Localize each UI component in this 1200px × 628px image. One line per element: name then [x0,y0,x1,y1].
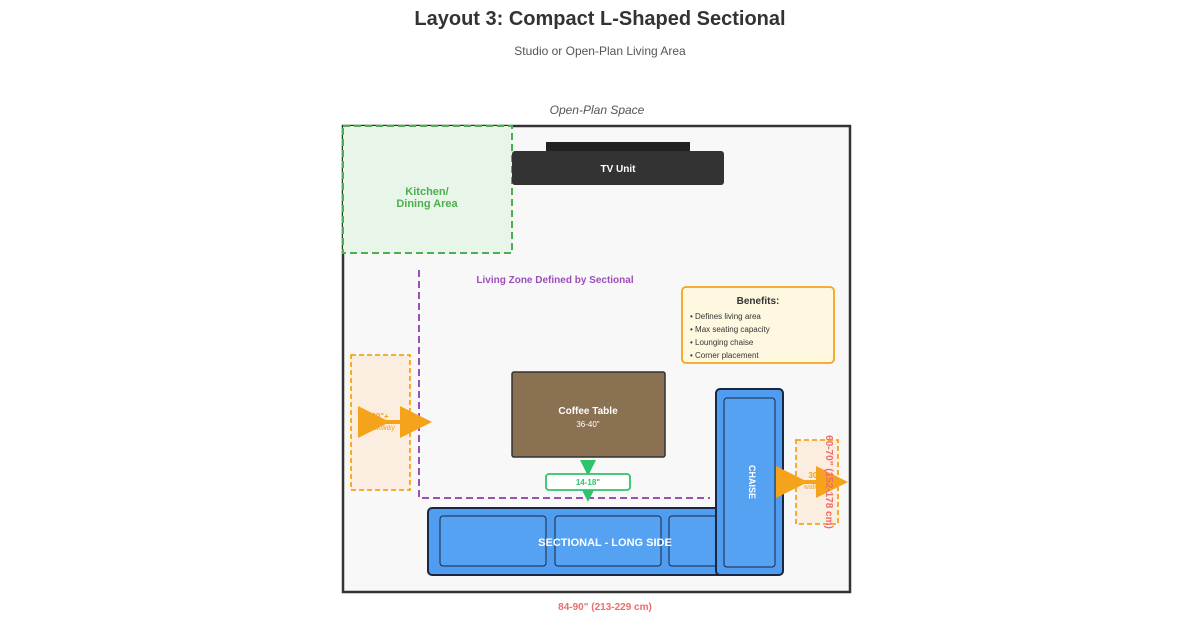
benefit-item: • Corner placement [690,351,759,360]
kitchen-label-line2: Dining Area [396,198,458,210]
depth-dimension: 60-70" (152-178 cm) [823,435,834,529]
tv-unit [512,151,724,185]
room-label: Open-Plan Space [550,103,645,117]
width-dimension: 84-90" (213-229 cm) [558,602,652,613]
page-subtitle: Studio or Open-Plan Living Area [514,44,686,58]
benefit-item: • Lounging chaise [690,338,754,347]
chaise-label: CHAISE [747,465,757,499]
clearance-label: 14-18" [576,478,600,487]
benefit-item: • Max seating capacity [690,325,770,334]
living-zone-boundary [418,270,710,499]
coffee-table-label: Coffee Table [558,406,618,417]
sofa-cushion [554,515,662,567]
tv-screen [546,142,690,152]
page-title: Layout 3: Compact L-Shaped Sectional [414,8,786,30]
coffee-table-size: 36-40" [576,420,599,429]
sectional-long-label: SECTIONAL - LONG SIDE [538,537,672,549]
living-zone-label: Living Zone Defined by Sectional [476,275,633,286]
benefits-box [681,286,835,364]
left-walkway-line2: walkway [364,423,395,432]
sofa-cushion [668,515,720,567]
chaise-cushion [723,397,776,568]
left-walkway-line1: 30"+ [371,412,389,421]
clearance-badge [545,473,631,491]
sofa-cushion [439,515,547,567]
kitchen-dining-area [342,125,513,254]
tv-unit-label: TV Unit [601,164,637,175]
coffee-table [511,371,666,458]
benefit-item: • Defines living area [690,312,761,321]
kitchen-label-line1: Kitchen/ [405,186,448,198]
benefits-title: Benefits: [737,296,780,307]
